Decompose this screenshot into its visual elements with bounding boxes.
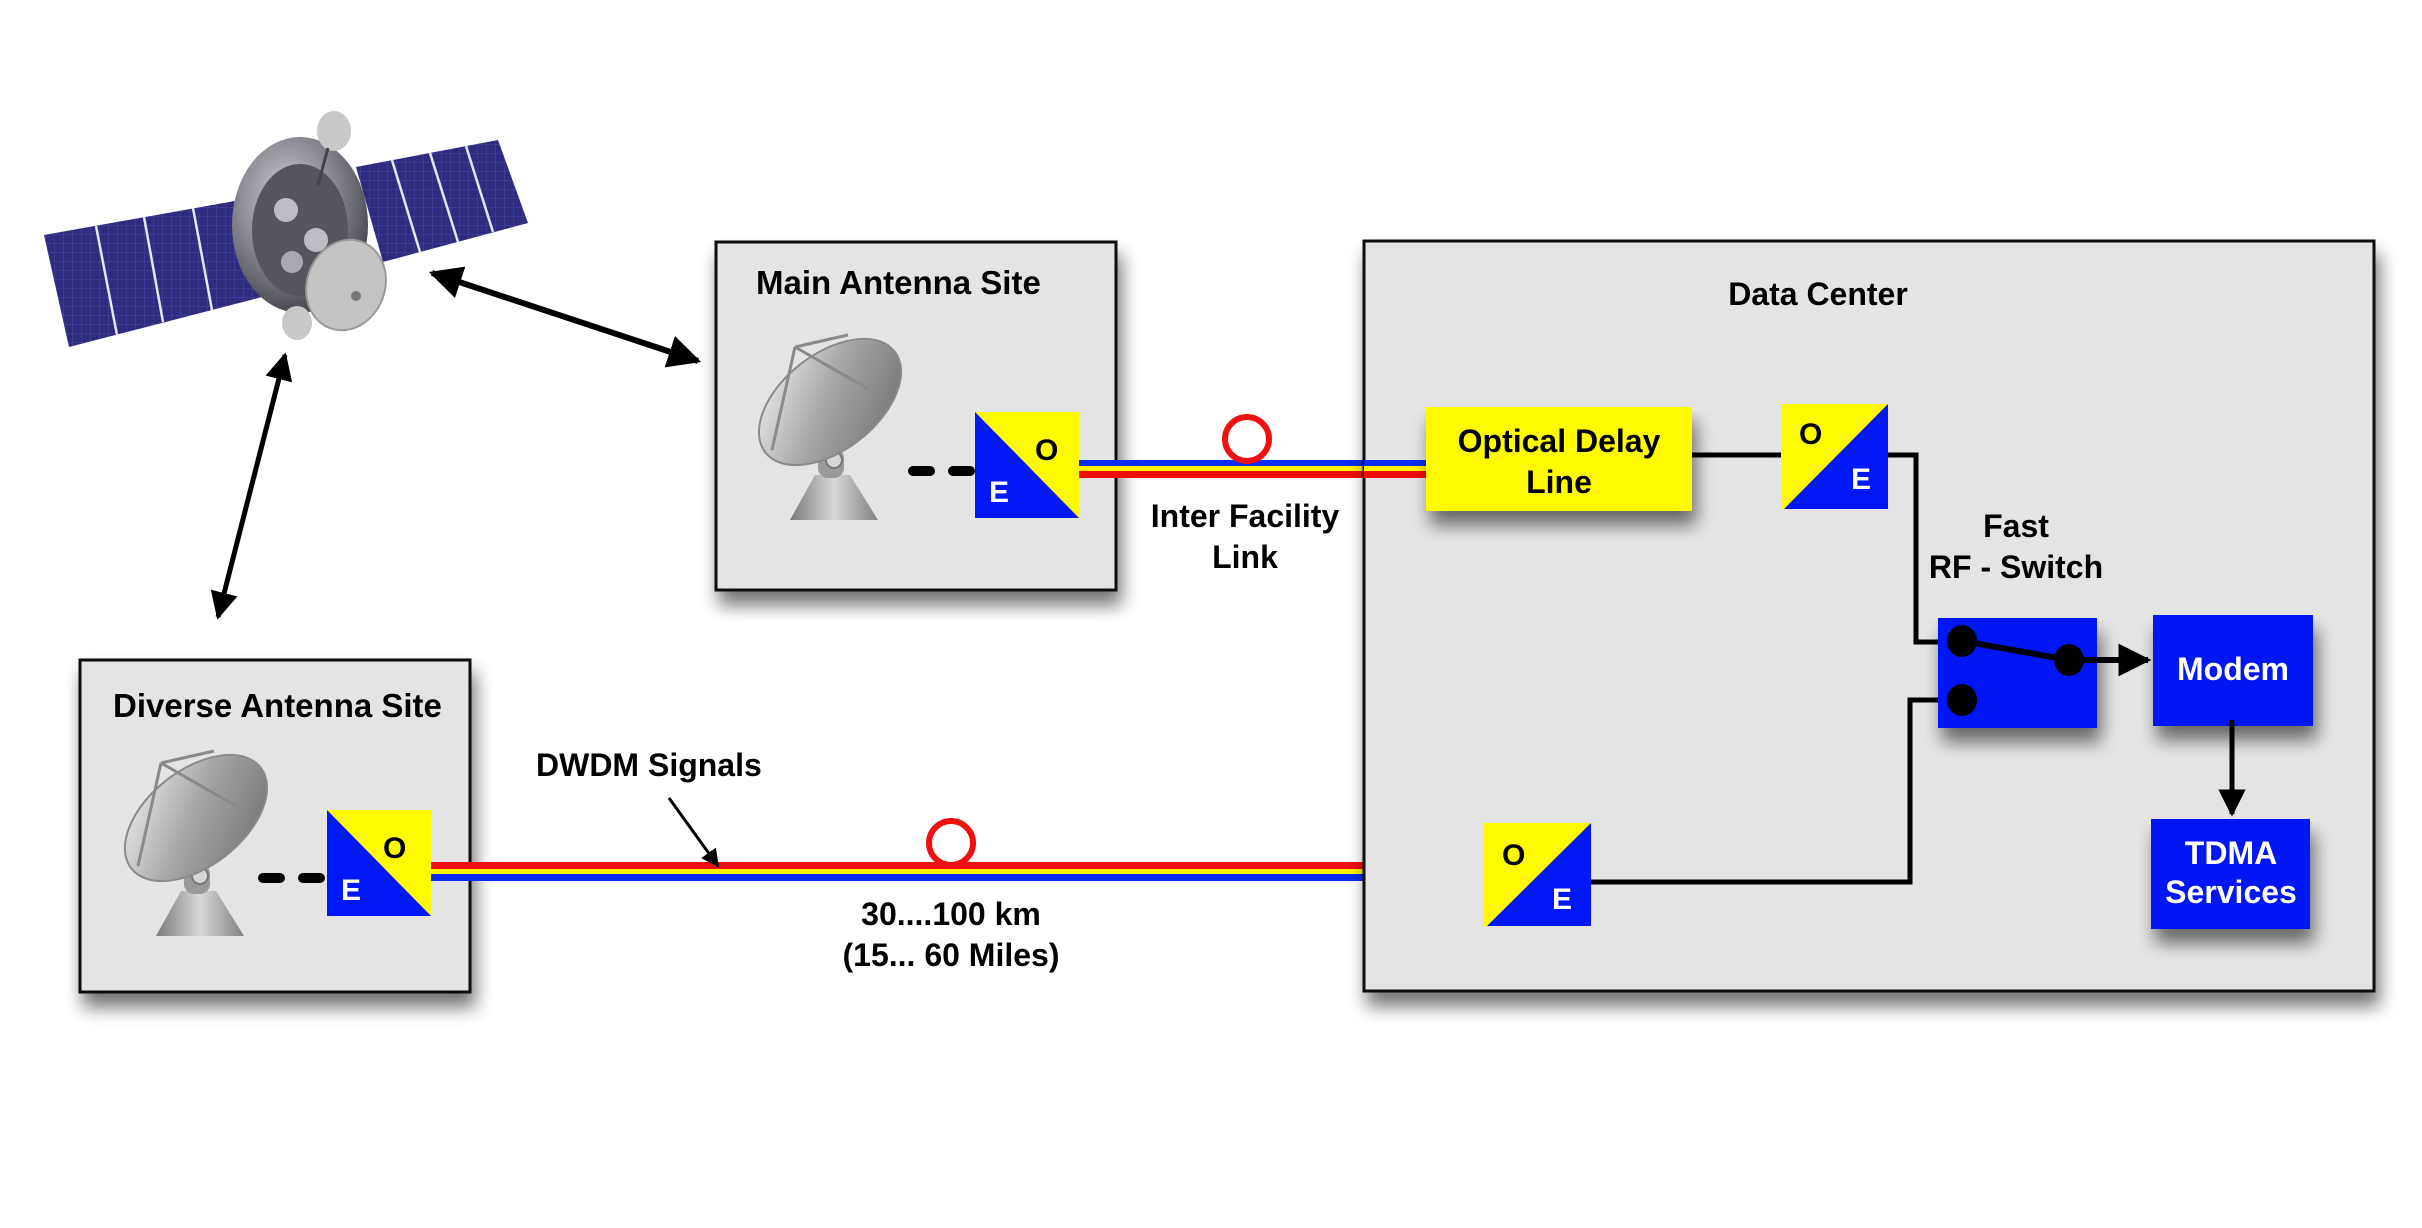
tdma-label-line2: Services	[2165, 874, 2297, 910]
main-site-title: Main Antenna Site	[756, 264, 1041, 301]
converter-electrical-label: E	[989, 476, 1009, 509]
oe-converter-upper: O E	[1781, 404, 1888, 509]
inter-facility-fiber	[1079, 414, 1427, 478]
fiber-loop-icon	[1222, 414, 1272, 464]
fiber-yellow	[431, 869, 1486, 874]
converter-electrical-label: E	[1552, 883, 1572, 916]
main-antenna-site: Main Antenna Site O E	[714, 240, 1118, 592]
rf-switch-label-line1: Fast	[1983, 508, 2049, 544]
switch-contact-lower	[1947, 684, 1977, 716]
distance-miles-label: (15... 60 Miles)	[843, 937, 1060, 973]
rf-switch	[1938, 618, 2097, 728]
converter-optical-label: O	[1035, 434, 1058, 467]
satellite-dish	[305, 238, 387, 332]
satellite-dish-icon	[757, 333, 903, 520]
satellite-top-antenna	[317, 111, 351, 151]
data-center-title: Data Center	[1728, 276, 1908, 312]
satellite-icon	[44, 111, 528, 347]
fiber-blue	[431, 874, 1486, 881]
data-center: Data Center Optical Delay Line O E O E	[1362, 239, 2376, 993]
dwdm-fiber	[431, 818, 1486, 881]
converter-optical-label: O	[1799, 418, 1822, 451]
optical-delay-line-label-line2: Line	[1526, 464, 1592, 500]
converter-electrical-label: E	[341, 874, 361, 907]
uplink-arrow-main	[428, 266, 702, 368]
converter-optical-label: O	[1502, 839, 1525, 872]
converter-electrical-label: E	[1851, 463, 1871, 496]
satellite-bottom-antenna	[282, 306, 312, 340]
tdma-services	[2151, 819, 2310, 929]
satellite-dish-icon	[123, 749, 269, 936]
rf-switch-label-line2: RF - Switch	[1929, 549, 2103, 585]
converter-optical-label: O	[383, 832, 406, 865]
modem	[2153, 615, 2313, 726]
oe-converter-lower: O E	[1484, 823, 1591, 926]
modem-label: Modem	[2177, 651, 2289, 687]
solar-panel-left-dividers	[94, 207, 214, 336]
satellite-tank	[281, 251, 303, 273]
diverse-site-title: Diverse Antenna Site	[113, 687, 442, 724]
optical-delay-line-label-line1: Optical Delay	[1458, 423, 1661, 459]
solar-panel-right-dividers	[390, 145, 495, 253]
tdma-label-line1: TDMA	[2185, 835, 2277, 871]
wire-lower-to-switch	[1591, 697, 1960, 885]
dwdm-pointer-arrow	[667, 797, 720, 868]
inter-facility-label-line1: Inter Facility	[1151, 498, 1340, 534]
uplink-arrow-diverse	[210, 352, 293, 620]
fiber-loop-icon	[926, 818, 976, 868]
dwdm-label: DWDM Signals	[536, 747, 762, 783]
solar-panel-right	[356, 140, 528, 262]
switch-arm	[1961, 638, 2070, 663]
inter-facility-label-line2: Link	[1212, 539, 1278, 575]
fiber-red	[1079, 471, 1427, 478]
switch-contact-upper	[1947, 625, 1977, 657]
oe-converter-diverse: O E	[327, 810, 431, 916]
fiber-yellow	[1079, 466, 1427, 471]
satellite-tank	[274, 198, 298, 222]
distance-km-label: 30....100 km	[861, 896, 1041, 932]
diverse-antenna-site: Diverse Antenna Site O E	[78, 658, 472, 994]
oe-converter-main: O E	[975, 412, 1079, 518]
optical-delay-line	[1426, 407, 1692, 511]
satellite-tank	[304, 228, 328, 252]
